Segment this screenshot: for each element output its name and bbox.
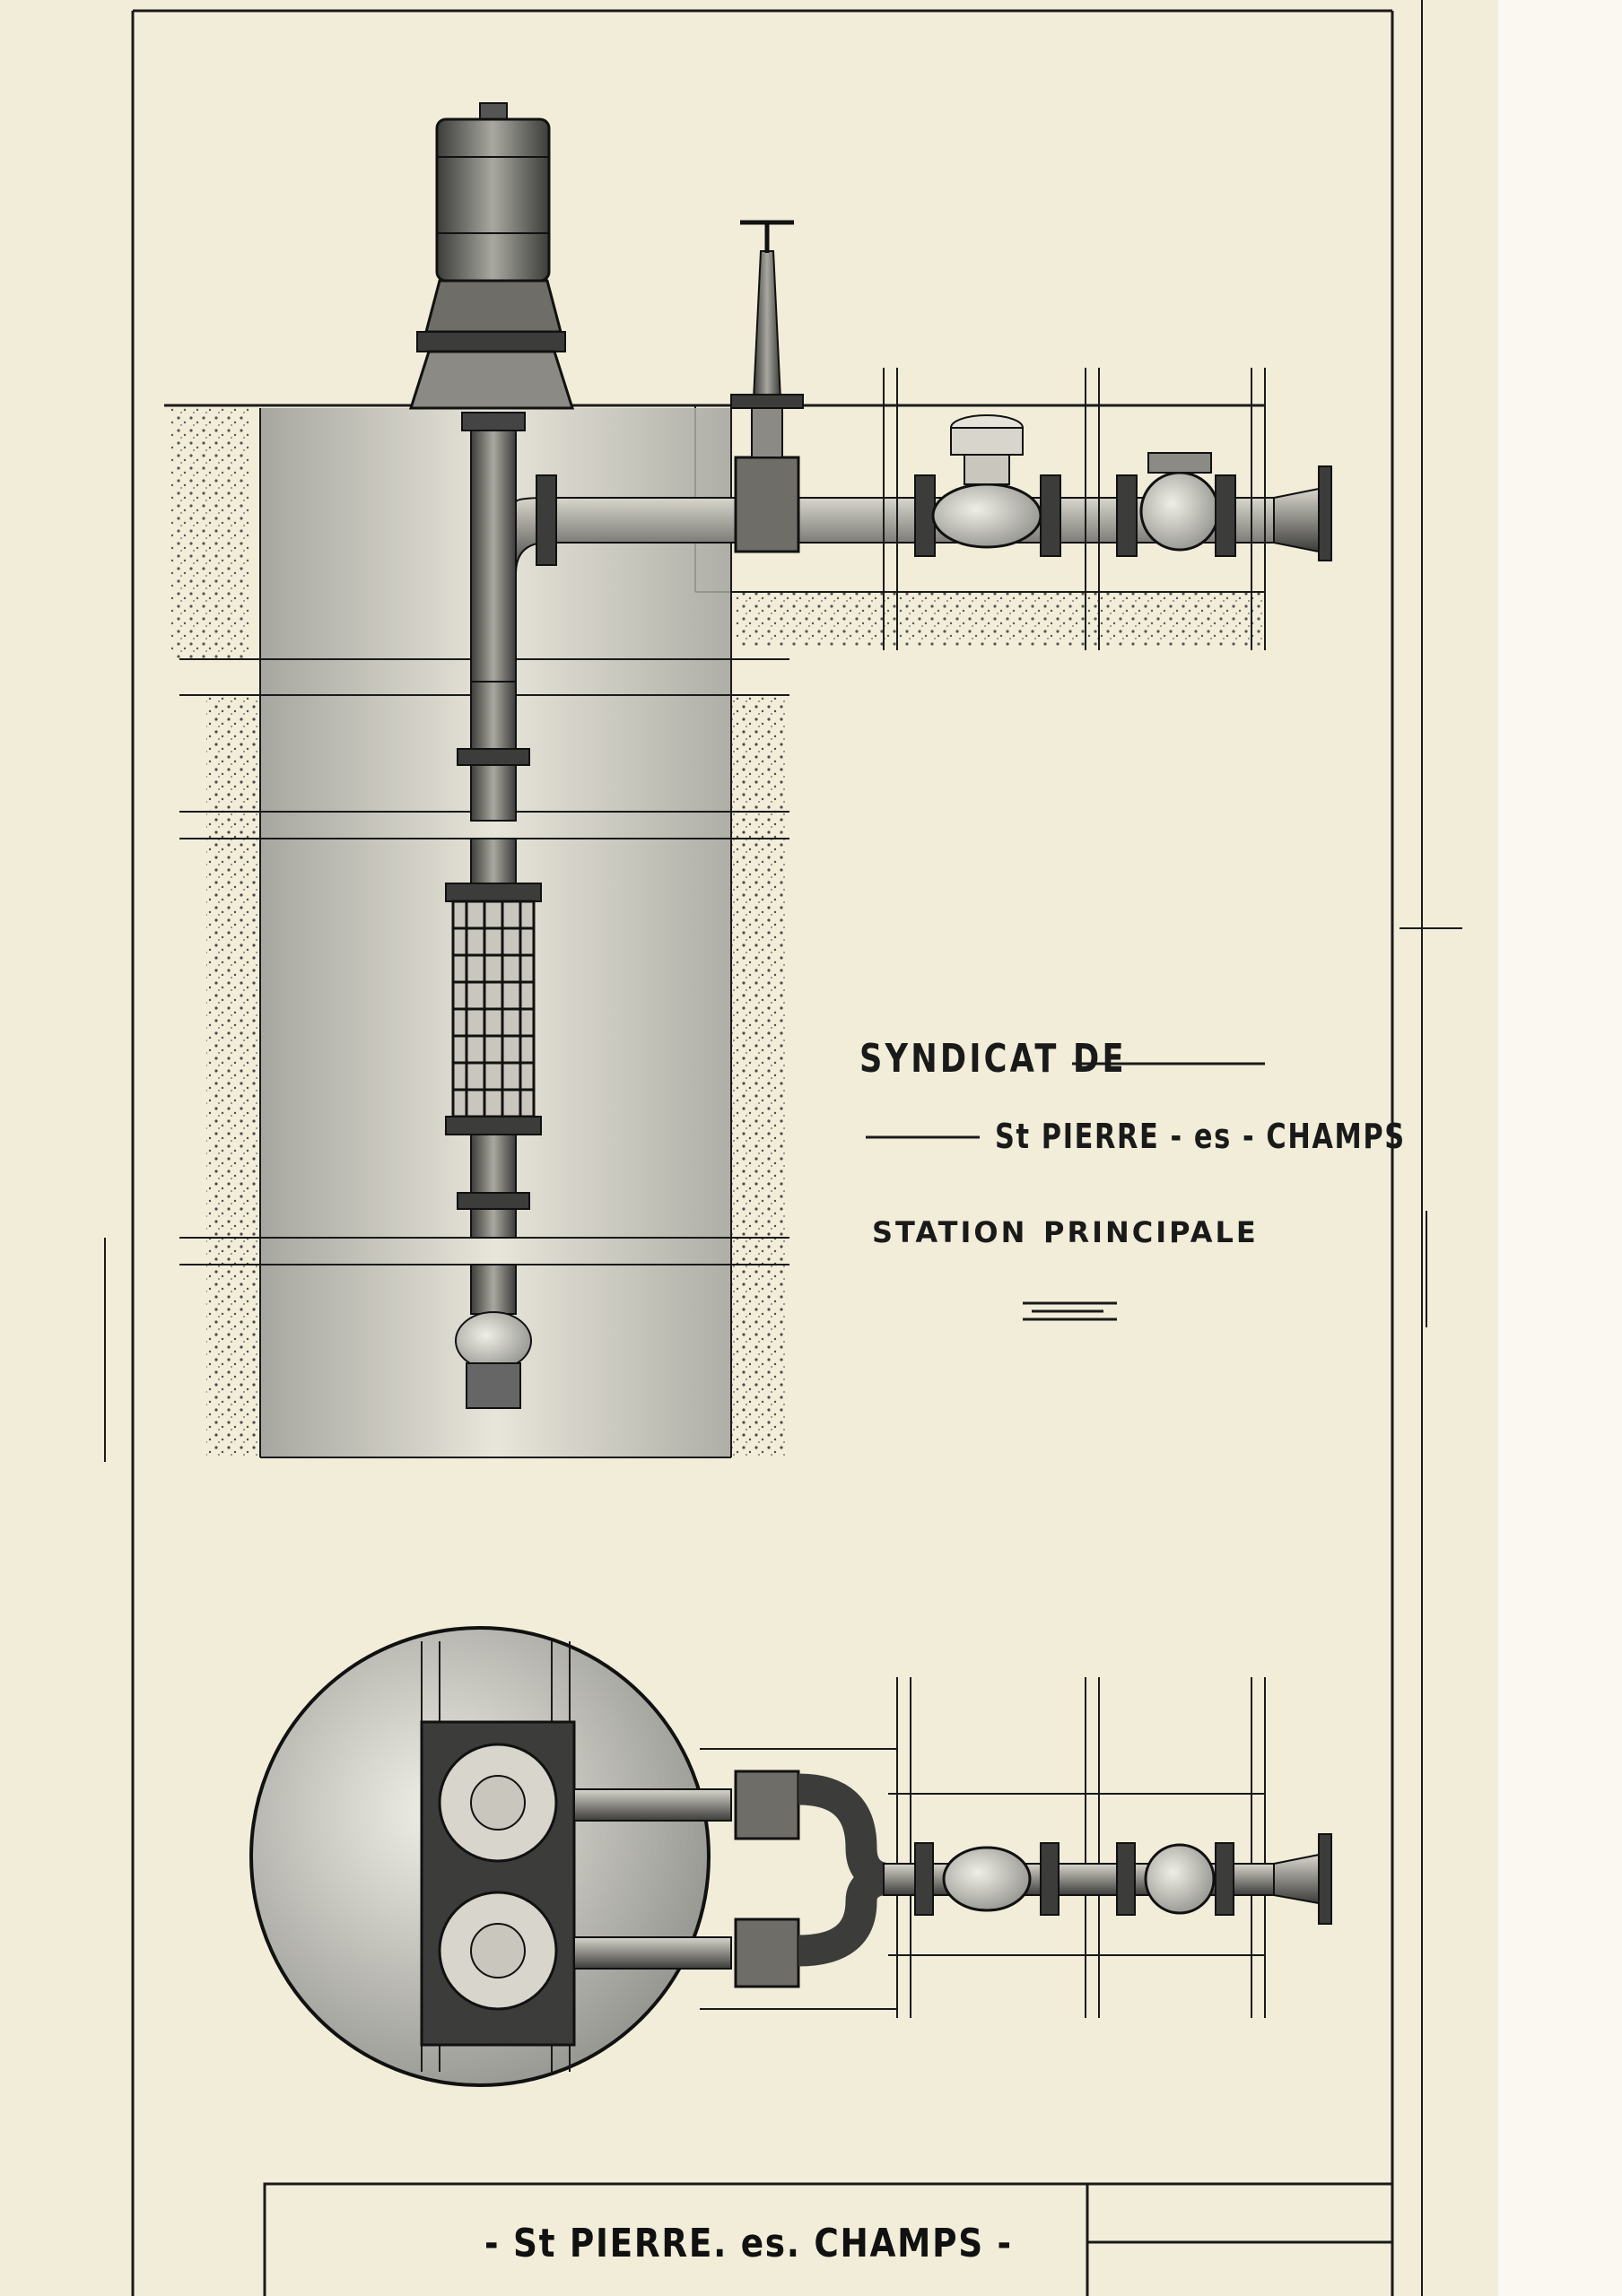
pump-motor <box>408 102 575 410</box>
plan-view <box>249 1626 1332 2087</box>
title-place: St PIERRE - es - CHAMPS <box>995 1117 1406 1156</box>
sheet-border <box>104 0 1462 2296</box>
scan-margin <box>1498 0 1622 2296</box>
title-principale: PRINCIPALE <box>1043 1215 1259 1249</box>
technical-drawing <box>104 0 1462 2296</box>
title-station: STATION <box>872 1215 1028 1249</box>
title-block <box>263 1062 1394 2296</box>
title-syndicat: SYNDICAT DE <box>859 1036 1127 1082</box>
cartouche-place: - St PIERRE. es. CHAMPS - <box>484 2221 1013 2266</box>
ground-section <box>164 404 1265 659</box>
vertical-riser <box>445 412 542 1409</box>
discharge-line <box>515 220 1332 650</box>
